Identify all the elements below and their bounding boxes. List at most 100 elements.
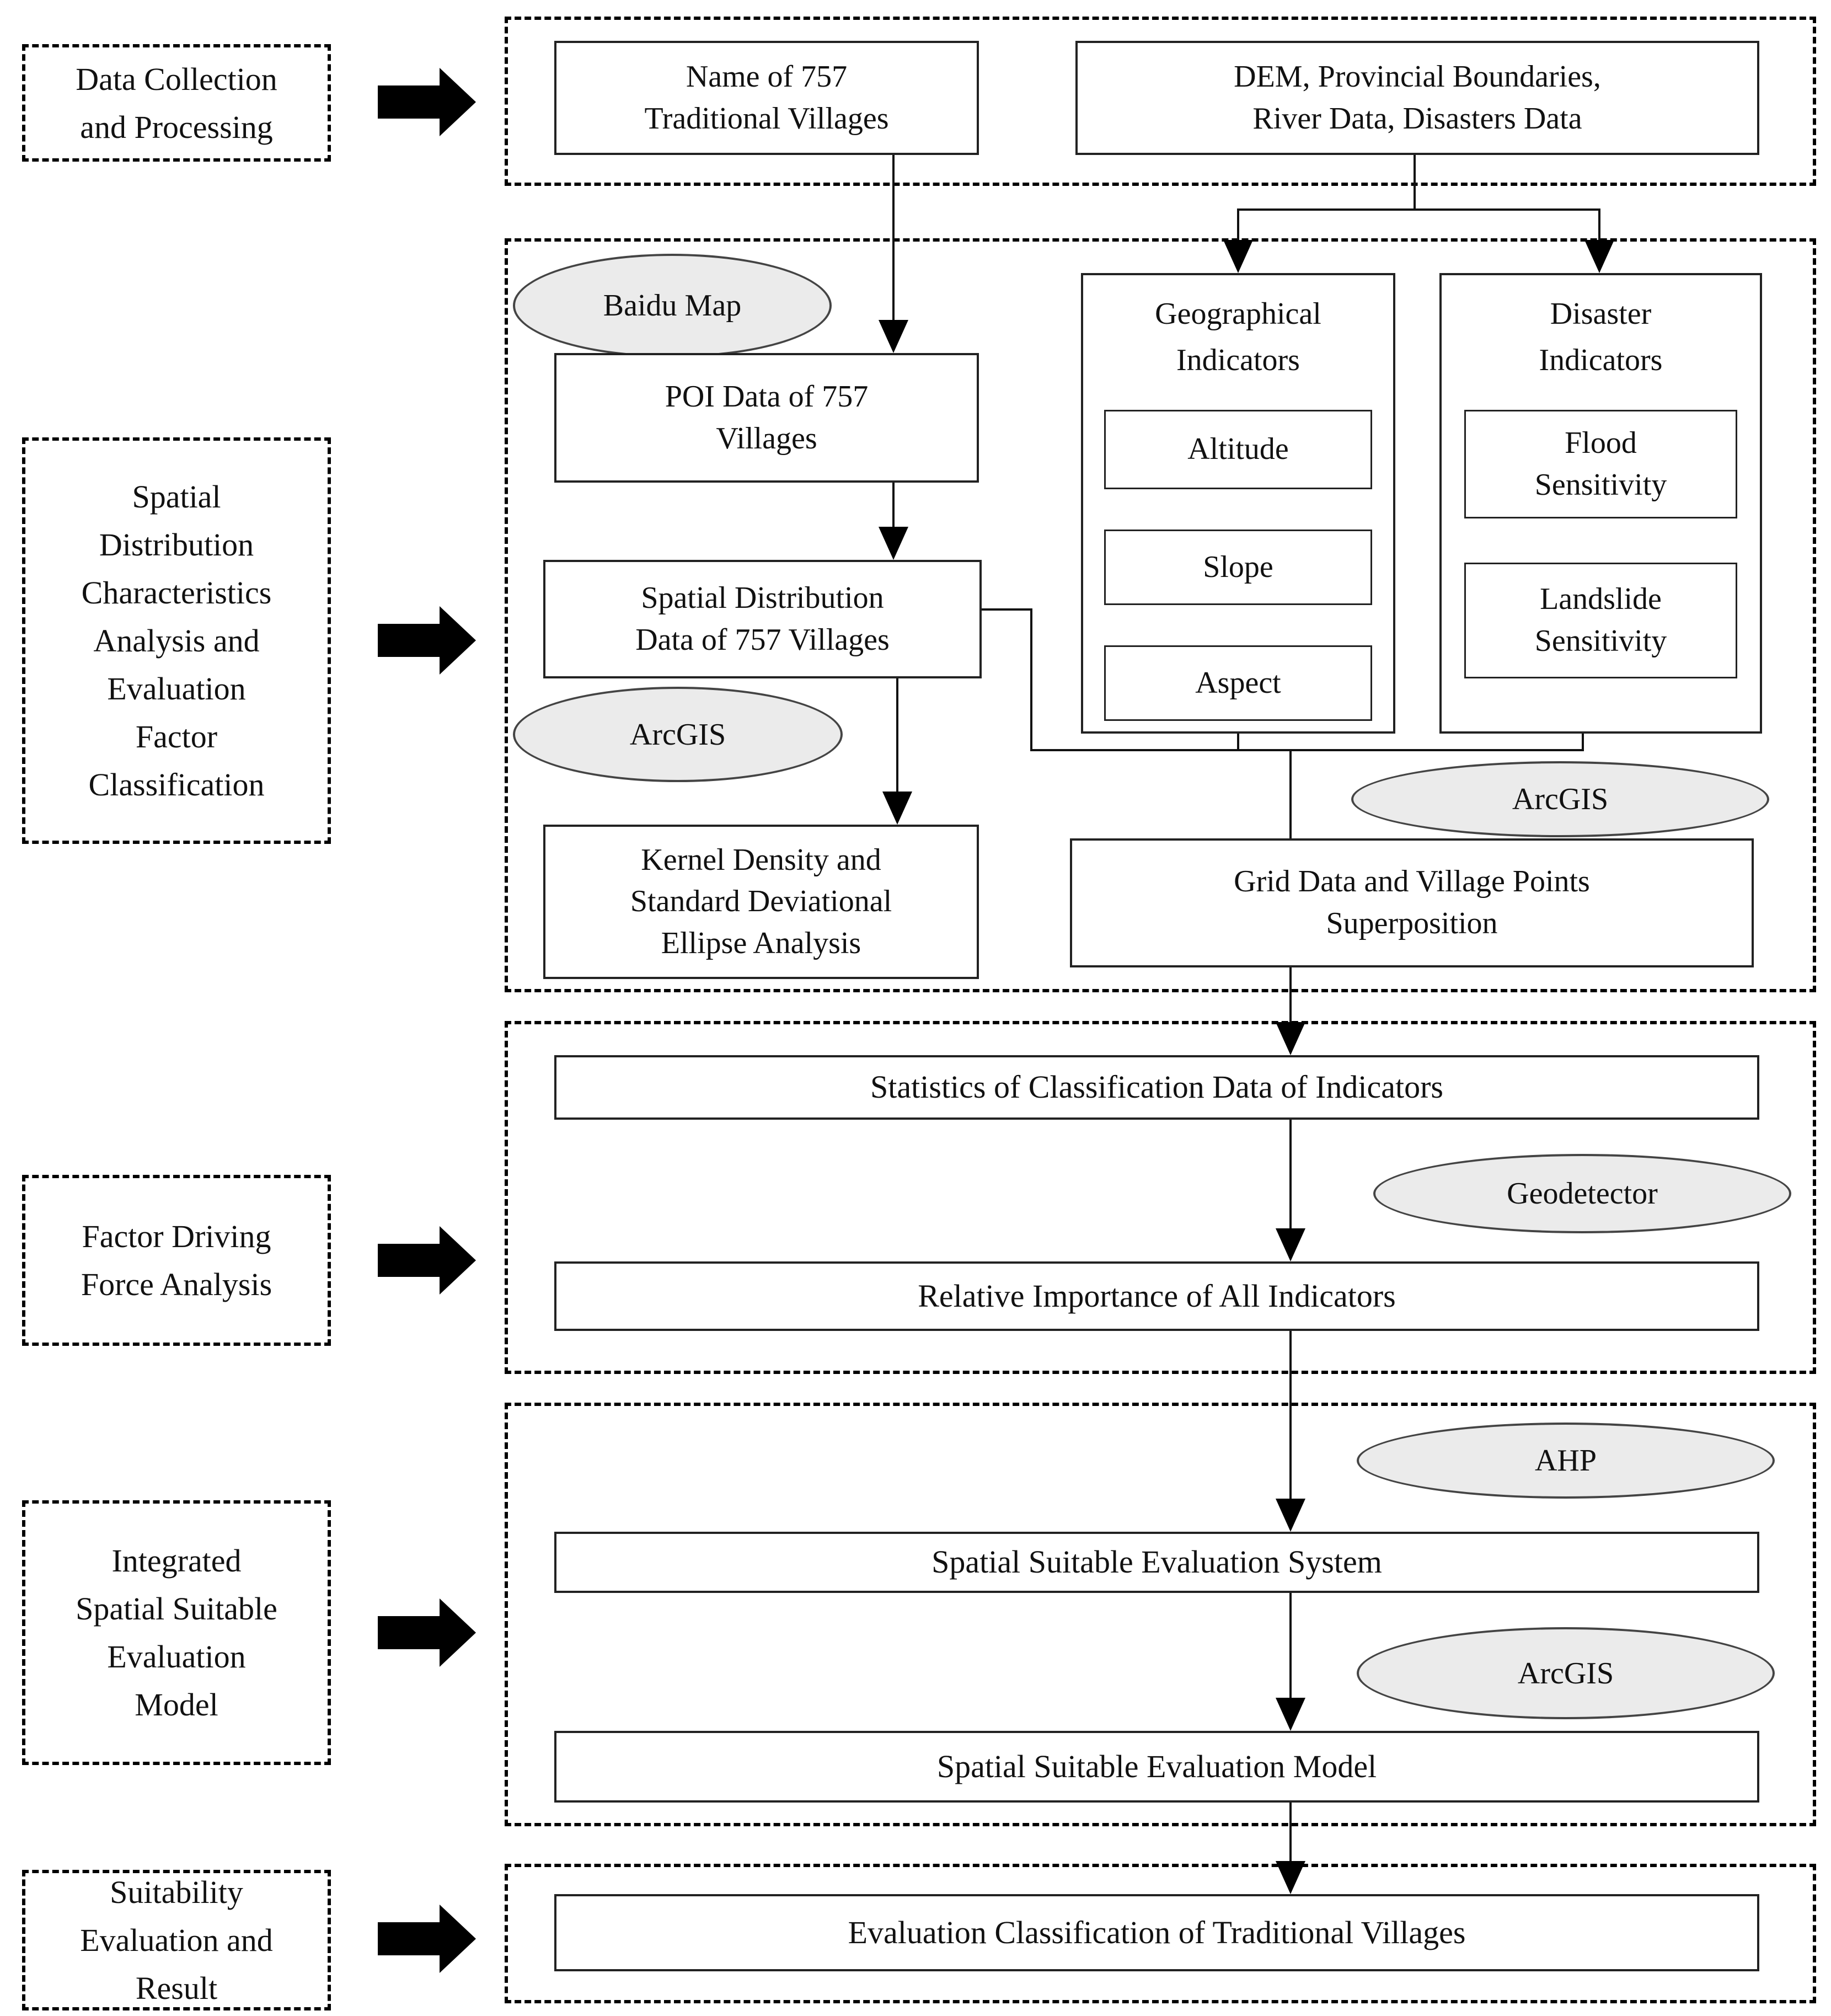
connector-spatial-to-kernel <box>896 678 898 794</box>
connector-spatial-elbow-v <box>1030 608 1032 751</box>
stage-label-line: Spatial Suitable <box>76 1591 277 1627</box>
connector-poi-to-spatial <box>892 483 895 530</box>
node-text: Flood <box>1565 425 1637 460</box>
stage-label-line: Classification <box>88 767 265 803</box>
connector-model-to-final <box>1289 1803 1292 1892</box>
group-title: Disaster Indicators <box>1442 291 1760 383</box>
container-spatial-analysis <box>505 238 1816 992</box>
container-data-collection <box>505 17 1816 186</box>
stage-label-line: Analysis and <box>93 623 260 659</box>
group-title-line: Indicators <box>1539 343 1663 377</box>
connector-grid-to-statistics <box>1289 967 1292 1053</box>
node-slope: Slope <box>1104 530 1372 605</box>
connector-bus-to-grid <box>1289 749 1292 838</box>
group-title-line: Disaster <box>1550 297 1652 331</box>
node-text: Superposition <box>1326 906 1498 940</box>
group-title-line: Geographical <box>1155 297 1321 331</box>
node-text: River Data, Disasters Data <box>1252 101 1582 136</box>
stage-label-line: Result <box>135 1970 218 2006</box>
tool-label: ArcGIS <box>1512 782 1609 816</box>
node-statistics: Statistics of Classification Data of Ind… <box>554 1055 1759 1120</box>
connector-geo-to-bus <box>1237 734 1239 751</box>
tool-ellipse-arcgis-2: ArcGIS <box>1351 761 1769 837</box>
connector-split-to-disaster <box>1598 208 1600 243</box>
node-flood-sensitivity: Flood Sensitivity <box>1464 410 1737 518</box>
stage-arrow-icon <box>378 68 476 136</box>
stage-label-line: Characteristics <box>81 575 272 611</box>
connector-statistics-to-relative <box>1289 1120 1292 1259</box>
node-dem-data: DEM, Provincial Boundaries, River Data, … <box>1075 41 1759 155</box>
node-aspect: Aspect <box>1104 645 1372 721</box>
arrowhead-icon <box>1276 1228 1305 1261</box>
stage-label-driving-force: Factor Driving Force Analysis <box>22 1175 331 1346</box>
container-driving-force <box>505 1021 1816 1374</box>
container-result <box>505 1864 1816 2003</box>
node-evaluation-classification: Evaluation Classification of Traditional… <box>554 1894 1759 1971</box>
node-poi-data: POI Data of 757 Villages <box>554 353 979 483</box>
stage-label-line: Evaluation <box>107 1639 246 1675</box>
stage-arrow-icon <box>378 1905 476 1973</box>
node-relative-importance: Relative Importance of All Indicators <box>554 1261 1759 1331</box>
node-text: Grid Data and Village Points <box>1234 864 1590 899</box>
stage-label-data-collection: Data Collection and Processing <box>22 44 331 162</box>
node-text: Evaluation Classification of Traditional… <box>848 1914 1466 1950</box>
node-text: Standard Deviational <box>630 884 892 919</box>
node-text: Spatial Suitable Evaluation System <box>931 1544 1382 1580</box>
node-text: Statistics of Classification Data of Ind… <box>870 1069 1443 1105</box>
node-text: Name of 757 <box>686 59 848 94</box>
arrowhead-icon <box>1276 1022 1305 1055</box>
node-text: Ellipse Analysis <box>661 926 861 960</box>
connector-system-to-model <box>1289 1593 1292 1729</box>
node-grid-superposition: Grid Data and Village Points Superpositi… <box>1070 838 1754 967</box>
node-text: Slope <box>1203 549 1273 584</box>
connector-disaster-to-bus <box>1582 734 1584 751</box>
stage-label-line: Evaluation and <box>80 1922 273 1958</box>
node-spatial-distribution-data: Spatial Distribution Data of 757 Village… <box>543 560 982 678</box>
tool-ellipse-geodetector: Geodetector <box>1373 1154 1791 1233</box>
node-name-of-villages: Name of 757 Traditional Villages <box>554 41 979 155</box>
node-text: Relative Importance of All Indicators <box>918 1277 1396 1314</box>
node-text: Aspect <box>1195 665 1281 700</box>
node-evaluation-model: Spatial Suitable Evaluation Model <box>554 1731 1759 1803</box>
arrowhead-icon <box>882 792 912 825</box>
node-text: Kernel Density and <box>641 842 881 877</box>
arrowhead-icon <box>879 527 908 560</box>
node-text: DEM, Provincial Boundaries, <box>1234 59 1601 94</box>
stage-label-evaluation-model: Integrated Spatial Suitable Evaluation M… <box>22 1500 331 1765</box>
stage-label-line: Factor Driving <box>82 1218 271 1254</box>
stage-label-spatial-analysis: Spatial Distribution Characteristics Ana… <box>22 437 331 844</box>
node-text: Landslide <box>1540 582 1662 617</box>
group-title: Geographical Indicators <box>1083 291 1393 383</box>
stage-label-line: Distribution <box>99 527 254 563</box>
node-text: POI Data of 757 <box>665 379 869 414</box>
stage-label-line: Spatial <box>132 479 221 515</box>
node-text: Sensitivity <box>1534 624 1667 658</box>
node-text: Sensitivity <box>1534 467 1667 502</box>
stage-label-line: Model <box>135 1687 218 1723</box>
node-text: Villages <box>716 421 817 456</box>
arrowhead-icon <box>1276 1698 1305 1731</box>
node-text: Data of 757 Villages <box>635 622 890 657</box>
connector-dem-split <box>1238 208 1600 211</box>
node-altitude: Altitude <box>1104 410 1372 489</box>
arrowhead-icon <box>1223 240 1253 273</box>
tool-ellipse-ahp: AHP <box>1357 1423 1775 1499</box>
stage-label-line: Force Analysis <box>81 1266 272 1302</box>
tool-ellipse-arcgis-3: ArcGIS <box>1357 1627 1775 1719</box>
node-kernel-density: Kernel Density and Standard Deviational … <box>543 825 979 979</box>
tool-label: ArcGIS <box>629 717 726 752</box>
stage-arrow-icon <box>378 1226 476 1295</box>
stage-arrow-icon <box>378 606 476 675</box>
node-text: Altitude <box>1187 432 1289 467</box>
connector-relative-to-system <box>1289 1331 1292 1530</box>
node-text: Spatial Suitable Evaluation Model <box>936 1748 1377 1784</box>
connector-split-to-geo <box>1237 208 1239 243</box>
tool-label: AHP <box>1534 1443 1597 1478</box>
tool-ellipse-baidu-map: Baidu Map <box>513 254 832 357</box>
node-text: Traditional Villages <box>644 101 889 136</box>
arrowhead-icon <box>1276 1861 1305 1894</box>
node-landslide-sensitivity: Landslide Sensitivity <box>1464 563 1737 678</box>
arrowhead-icon <box>879 320 908 353</box>
stage-label-line: Factor <box>135 719 218 755</box>
